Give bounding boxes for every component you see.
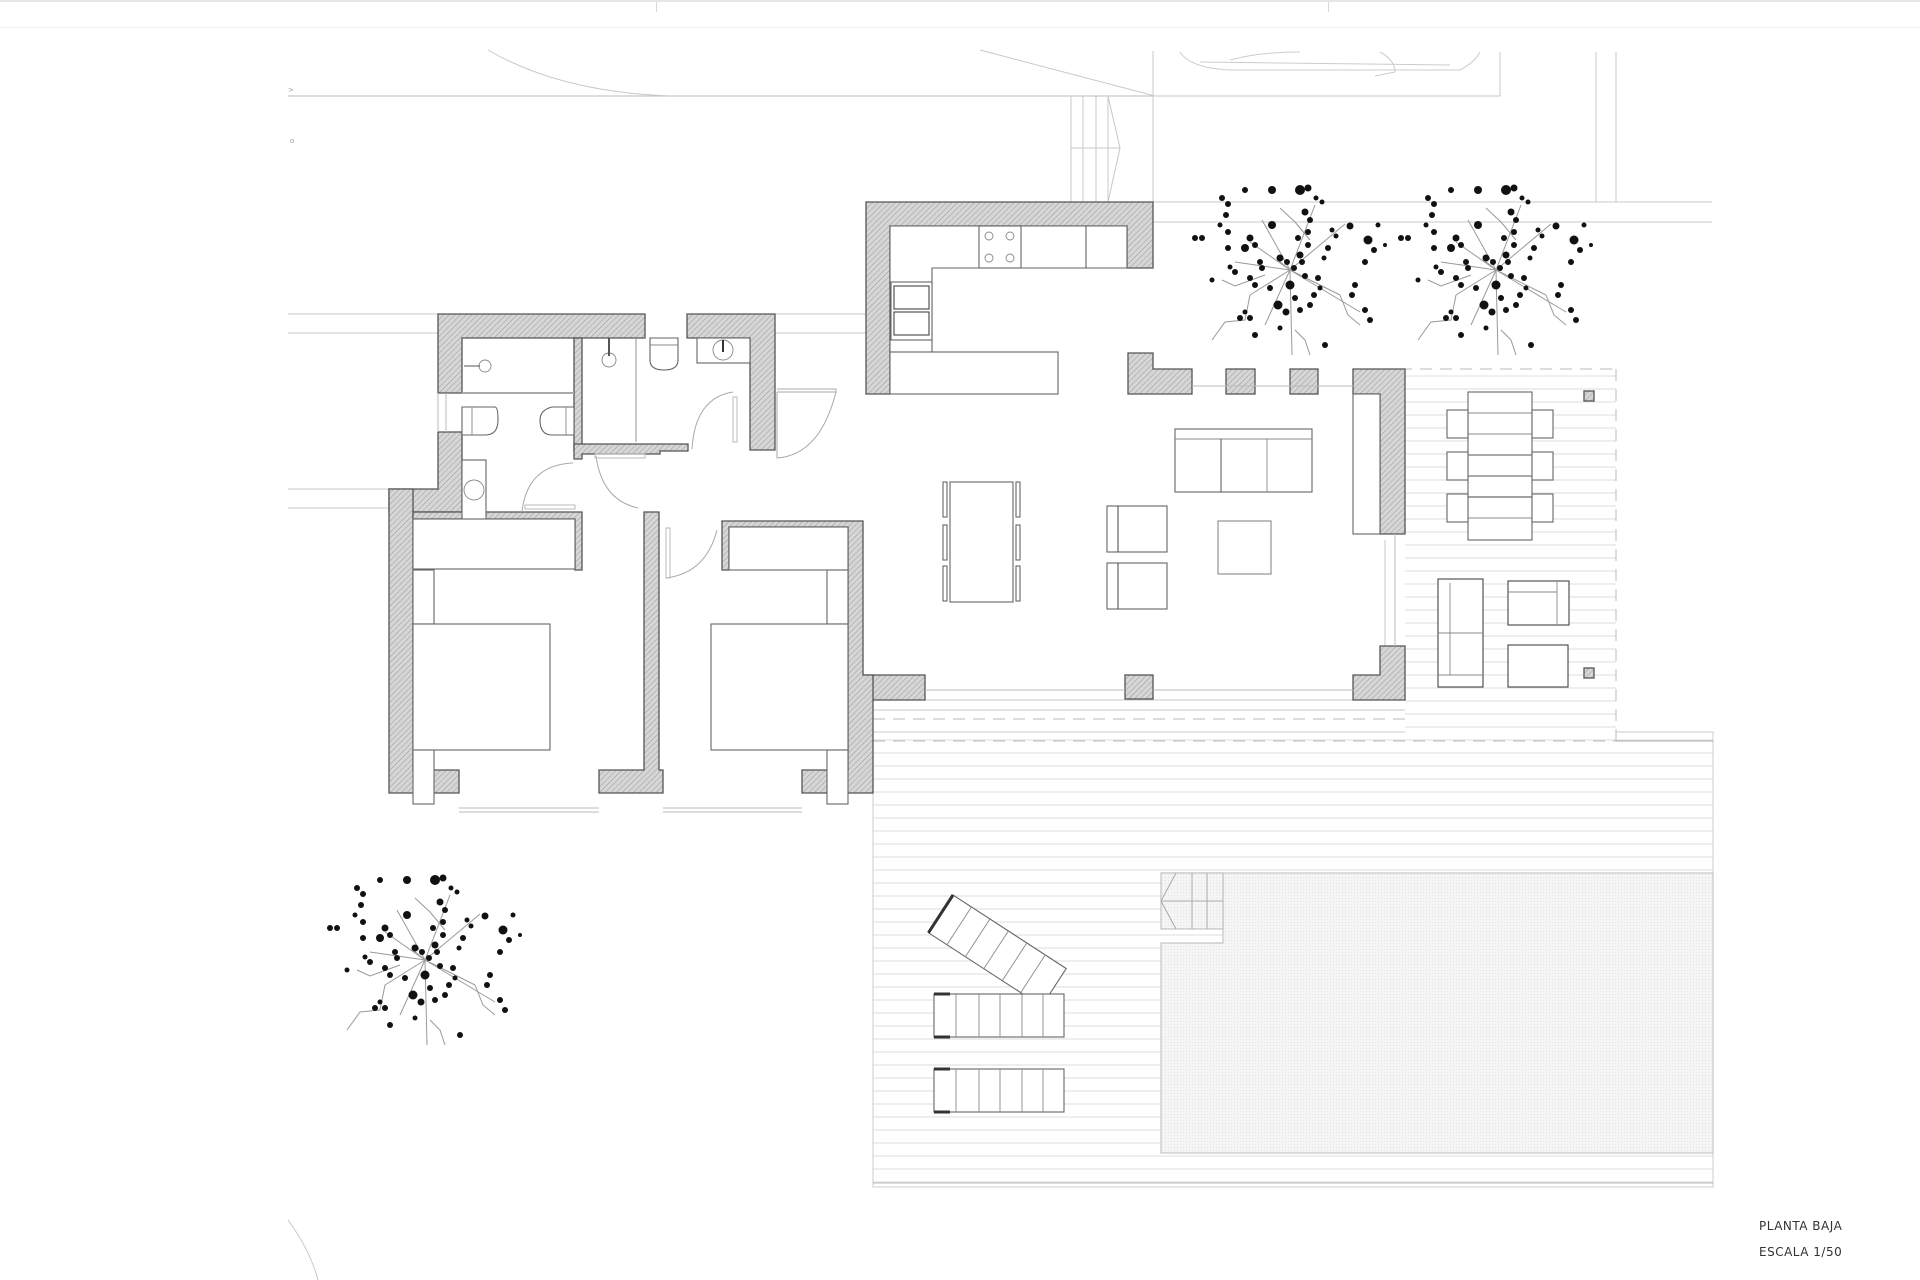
sideboard [1352, 393, 1381, 535]
living-sofa [1174, 428, 1313, 493]
tree-icon [326, 874, 523, 1046]
sun-lounger [933, 1067, 1065, 1114]
tree-icon [1191, 184, 1388, 356]
armchair [1106, 562, 1168, 610]
armchair [1106, 505, 1168, 553]
terrace-dining-set [1446, 391, 1554, 541]
sun-lounger-angled [927, 894, 1067, 1008]
coffee-table [1217, 520, 1272, 575]
bedroom-2-furniture [710, 526, 849, 805]
terrace-post [1583, 667, 1595, 679]
drawing-title: PLANTA BAJA [1759, 1219, 1843, 1233]
doors [521, 388, 837, 579]
tree-icon [1397, 184, 1594, 356]
terrace-armchair [1507, 580, 1570, 626]
svg-text:>: > [288, 86, 294, 94]
bathroom-1-fixtures [461, 359, 575, 521]
drawing-title-block: PLANTA BAJA ESCALA 1/50 [1759, 1213, 1842, 1265]
terrace-sofa [1437, 578, 1484, 688]
frame-tick [1328, 2, 1329, 12]
terrace-post [1583, 390, 1595, 402]
entry-steps [1070, 95, 1121, 203]
windows [437, 385, 1396, 813]
svg-text:o: o [290, 137, 294, 145]
sheet-top-frame [0, 0, 1920, 28]
sun-lounger [933, 992, 1065, 1039]
kitchen-counters [889, 225, 1128, 395]
drawing-scale: ESCALA 1/50 [1759, 1245, 1843, 1259]
bathroom-2-fixtures [601, 337, 751, 442]
frame-tick [656, 2, 657, 12]
swimming-pool [1160, 872, 1714, 1154]
dining-table [942, 481, 1021, 603]
parked-car [1179, 51, 1481, 77]
terrace-table [1507, 644, 1569, 688]
bedroom-1-furniture [412, 518, 576, 805]
